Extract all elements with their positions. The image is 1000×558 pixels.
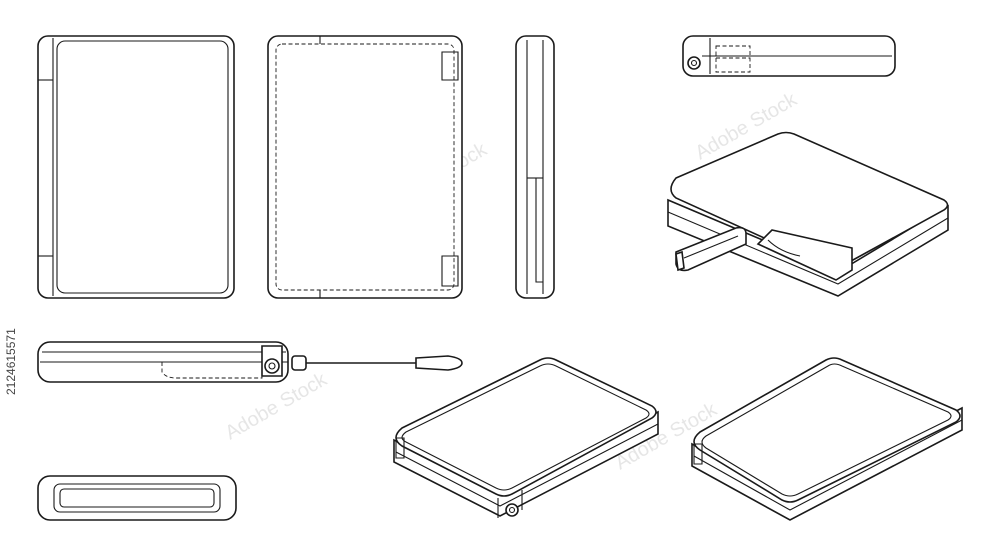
hinge-top xyxy=(442,52,458,80)
isometric-open-flap-view xyxy=(668,133,948,297)
left-side-view xyxy=(38,342,462,382)
back-view xyxy=(268,36,462,298)
stock-id-label: 2124615571 xyxy=(4,328,18,395)
bottom-view xyxy=(38,476,236,520)
stylus-clip xyxy=(292,356,306,370)
pivot-icon xyxy=(688,57,700,69)
hinge-bottom xyxy=(442,256,458,286)
front-view xyxy=(38,36,234,298)
screen-panel xyxy=(57,41,228,293)
isometric-closed-view-left xyxy=(394,358,658,518)
stock-id-text: 2124615571 xyxy=(4,328,18,395)
right-side-view xyxy=(516,36,554,298)
top-view xyxy=(683,36,895,76)
stylus xyxy=(416,356,462,370)
pivot-icon xyxy=(506,504,518,516)
isometric-closed-view-right xyxy=(692,358,962,520)
